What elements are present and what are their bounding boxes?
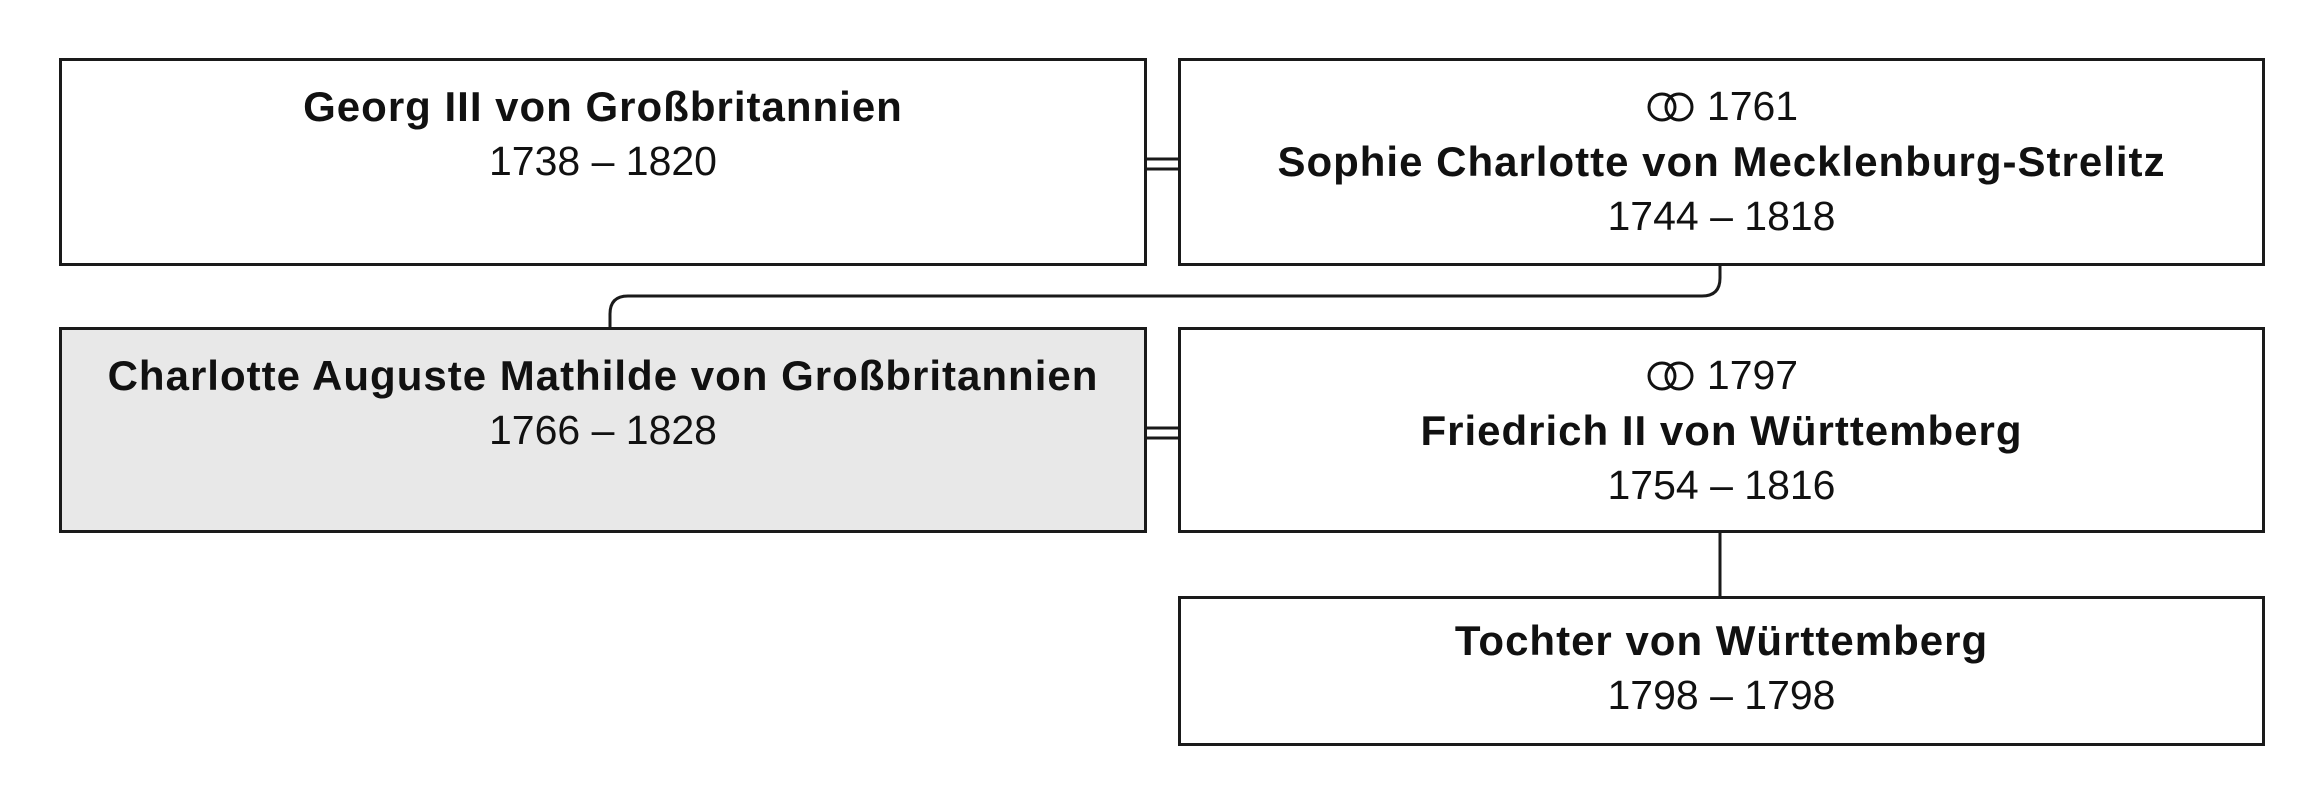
person-name: Friedrich II von Württemberg [1420,407,2023,454]
person-dates: 1744 – 1818 [1607,193,1836,239]
marriage-year: 1761 [1706,83,1799,129]
marriage-info: 1761 [1645,79,1798,134]
person-dates: 1738 – 1820 [488,138,717,184]
person-box-friedrich[interactable]: 1797 Friedrich II von Württemberg 1754 –… [1178,327,2265,533]
person-dates: 1798 – 1798 [1607,672,1836,718]
person-box-charlotte[interactable]: Charlotte Auguste Mathilde von Großbrita… [59,327,1147,533]
person-name: Georg III von Großbritannien [303,83,903,130]
interlocked-rings-icon [1647,361,1694,390]
person-dates: 1754 – 1816 [1607,462,1836,508]
person-name: Sophie Charlotte von Mecklenburg-Strelit… [1277,138,2166,185]
marriage-year: 1797 [1706,352,1799,398]
person-box-georg[interactable]: Georg III von Großbritannien 1738 – 1820 [59,58,1147,266]
person-name: Tochter von Württemberg [1454,617,1989,664]
descent-connector [608,265,1722,328]
person-box-tochter[interactable]: Tochter von Württemberg 1798 – 1798 [1178,596,2265,746]
interlocked-rings-icon [1647,92,1694,121]
person-dates: 1766 – 1828 [488,407,717,453]
person-name: Charlotte Auguste Mathilde von Großbrita… [107,352,1099,399]
marriage-info: 1797 [1645,348,1798,403]
person-box-sophie[interactable]: 1761 Sophie Charlotte von Mecklenburg-St… [1178,58,2265,266]
